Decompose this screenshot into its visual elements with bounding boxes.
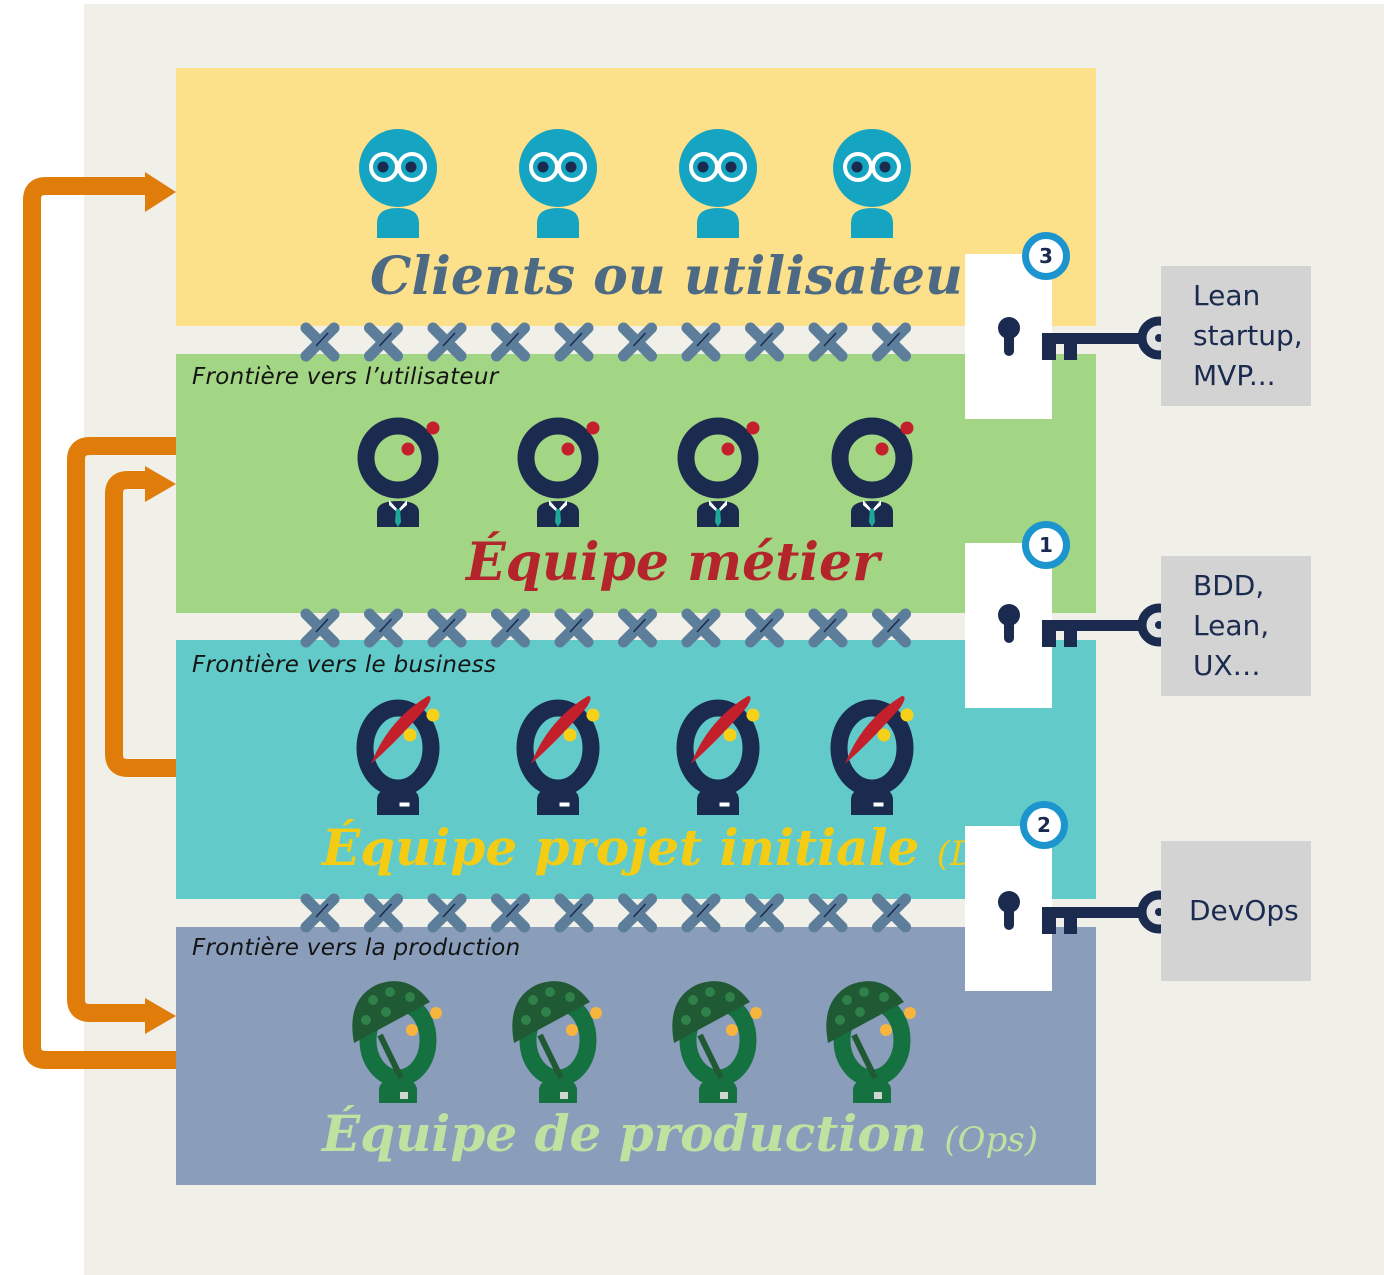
layer-ops [176, 927, 1096, 1185]
blocked-cross-icon [427, 608, 467, 648]
client-person-icon [359, 129, 437, 238]
frontier-label-business: Frontière vers le business [192, 652, 497, 678]
client-person-icon [833, 129, 911, 238]
practice-text: BDD, Lean, UX… [1193, 566, 1269, 686]
ops-soldier-person-icon [512, 981, 602, 1103]
blocked-cross-icon [491, 893, 530, 933]
layer-metier [176, 354, 1096, 613]
layer-title-text: Clients ou utilisateurs [370, 246, 1020, 307]
blocked-cross-icon [745, 322, 784, 362]
blocked-cross-icon [808, 608, 848, 648]
developer-person-icon [516, 696, 600, 815]
blocked-cross-icon [618, 322, 657, 362]
blocked-cross-icon [808, 893, 848, 933]
layer-title-text: Équipe projet initiale [322, 818, 920, 877]
step-badge-2: 2 [1020, 801, 1068, 849]
practice-line: UX… [1193, 649, 1261, 682]
practice-text: DevOps [1189, 891, 1299, 931]
layer-title-text: Équipe de production [322, 1104, 927, 1163]
blocked-cross-icon [618, 893, 657, 933]
blocked-cross-icon [300, 322, 340, 362]
blocked-cross-icon [681, 893, 721, 933]
layer-title-dev: Équipe projet initiale (Dev) [322, 818, 1030, 877]
layer-subtitle: (Ops) [944, 1120, 1039, 1160]
keyhole-and-key-icon [998, 316, 1181, 360]
keyhole-and-key-icon [998, 603, 1181, 647]
arrow-head-icon [145, 466, 176, 502]
ops-soldier-person-icon [352, 981, 442, 1103]
ops-soldier-person-icon [826, 981, 916, 1103]
client-person-icon [679, 129, 757, 238]
arrow-dev-to-metier [105, 471, 176, 777]
blocked-cross-icon [364, 893, 403, 933]
layer-title-metier: Équipe métier [466, 532, 879, 593]
practice-line: Lean, [1193, 609, 1270, 642]
client-person-icon [519, 129, 597, 238]
practice-text: Lean startup, MVP... [1193, 276, 1303, 396]
practice-line: BDD, [1193, 569, 1265, 602]
blocked-cross-icon [872, 322, 911, 362]
business-person-icon [357, 417, 440, 527]
blocked-cross-icon [491, 322, 530, 362]
blocked-cross-icon [681, 608, 721, 648]
blocked-cross-icon [427, 893, 467, 933]
blocked-cross-icon [554, 608, 594, 648]
layer-title-text: Équipe métier [466, 532, 880, 593]
practice-box-1: BDD, Lean, UX… [1161, 556, 1311, 696]
blocked-cross-icon [491, 608, 530, 648]
practice-box-2: DevOps [1161, 841, 1311, 981]
developer-person-icon [676, 696, 760, 815]
blocked-cross-icon [618, 608, 657, 648]
blocked-cross-icon [554, 322, 594, 362]
blocked-cross-icon [681, 322, 721, 362]
business-person-icon [677, 417, 760, 527]
business-person-icon [517, 417, 600, 527]
layer-title-clients: Clients ou utilisateurs [370, 246, 1019, 307]
arrow-ops-to-clients [23, 177, 176, 1069]
practice-box-3: Lean startup, MVP... [1161, 266, 1311, 406]
layer-dev [176, 640, 1096, 899]
step-badge-1: 1 [1022, 521, 1070, 569]
blocked-cross-icon [300, 608, 340, 648]
arrow-head-icon [145, 998, 176, 1034]
arrow-metier-to-ops [67, 437, 176, 1022]
layer-title-ops: Équipe de production (Ops) [322, 1104, 1038, 1163]
blocked-cross-icon [808, 322, 848, 362]
blocked-cross-icon [300, 893, 340, 933]
developer-person-icon [830, 696, 914, 815]
step-badge-3: 3 [1022, 232, 1070, 280]
arrow-head-icon [145, 172, 176, 212]
frontier-label-user: Frontière vers l’utilisateur [192, 364, 499, 390]
blocked-cross-icon [872, 608, 911, 648]
blocked-cross-icon [872, 893, 911, 933]
developer-person-icon [356, 696, 440, 815]
practice-line: DevOps [1189, 894, 1299, 927]
frontier-label-production: Frontière vers la production [192, 935, 521, 961]
blocked-cross-icon [745, 893, 784, 933]
business-person-icon [831, 417, 914, 527]
practice-line: startup, [1193, 319, 1303, 352]
blocked-cross-icon [364, 608, 403, 648]
practice-line: MVP... [1193, 359, 1276, 392]
layer-clients [176, 68, 1096, 326]
ops-soldier-person-icon [672, 981, 762, 1103]
blocked-cross-icon [364, 322, 403, 362]
keyhole-and-key-icon [998, 890, 1181, 934]
blocked-cross-icon [427, 322, 467, 362]
blocked-cross-icon [554, 893, 594, 933]
practice-line: Lean [1193, 279, 1261, 312]
blocked-cross-icon [745, 608, 784, 648]
